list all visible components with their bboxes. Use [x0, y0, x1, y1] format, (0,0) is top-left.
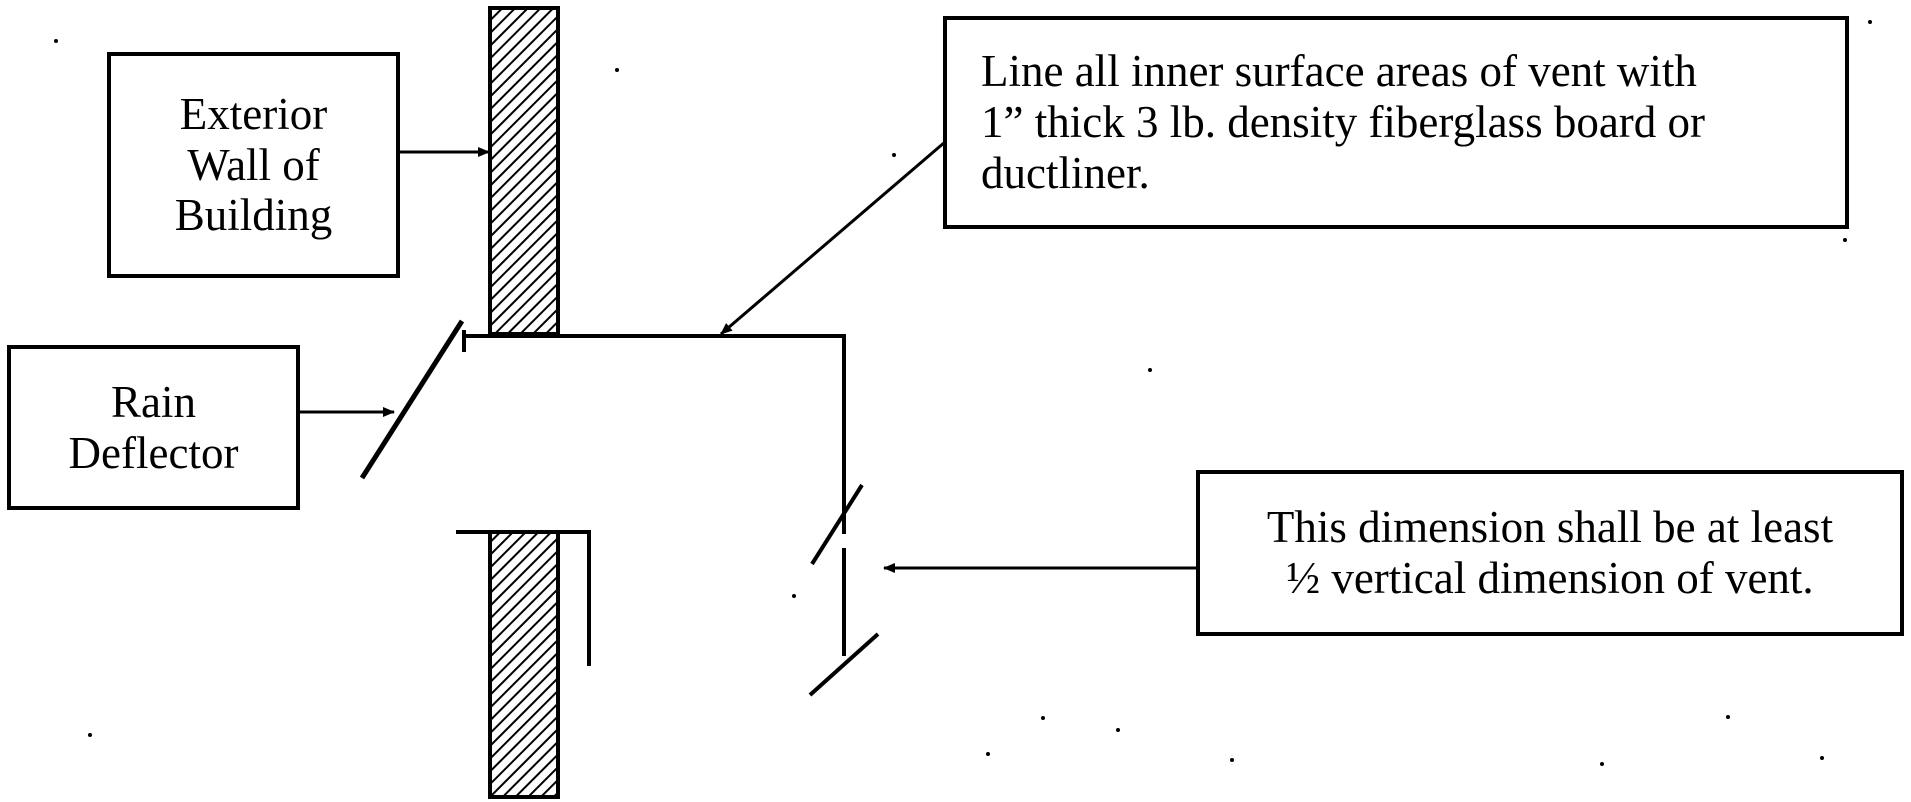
callout-dimension-note: This dimension shall be at least ½ verti… [1196, 470, 1904, 636]
arrow-to-vent-lining [720, 140, 946, 336]
callout-dimension-note-text: This dimension shall be at least ½ verti… [1266, 502, 1834, 603]
callout-vent-lining: Line all inner surface areas of vent wit… [943, 16, 1849, 229]
vent-bottom-lip [456, 530, 591, 666]
callout-exterior-wall-text: Exterior Wall of Building [174, 88, 333, 241]
wall-upper-section [488, 6, 560, 336]
callout-rain-deflector: Rain Deflector [7, 345, 300, 510]
wall-lower-section [488, 530, 560, 799]
callout-exterior-wall: Exterior Wall of Building [107, 52, 400, 278]
dimension-break-mark-upper [810, 483, 864, 566]
callout-vent-lining-text: Line all inner surface areas of vent wit… [981, 46, 1706, 198]
dimension-break-mark-lower [808, 632, 880, 697]
scan-specks [54, 20, 1872, 766]
rain-deflector-line [359, 319, 465, 480]
callout-rain-deflector-text: Rain Deflector [68, 376, 239, 478]
vent-duct-top-and-side [464, 334, 846, 534]
